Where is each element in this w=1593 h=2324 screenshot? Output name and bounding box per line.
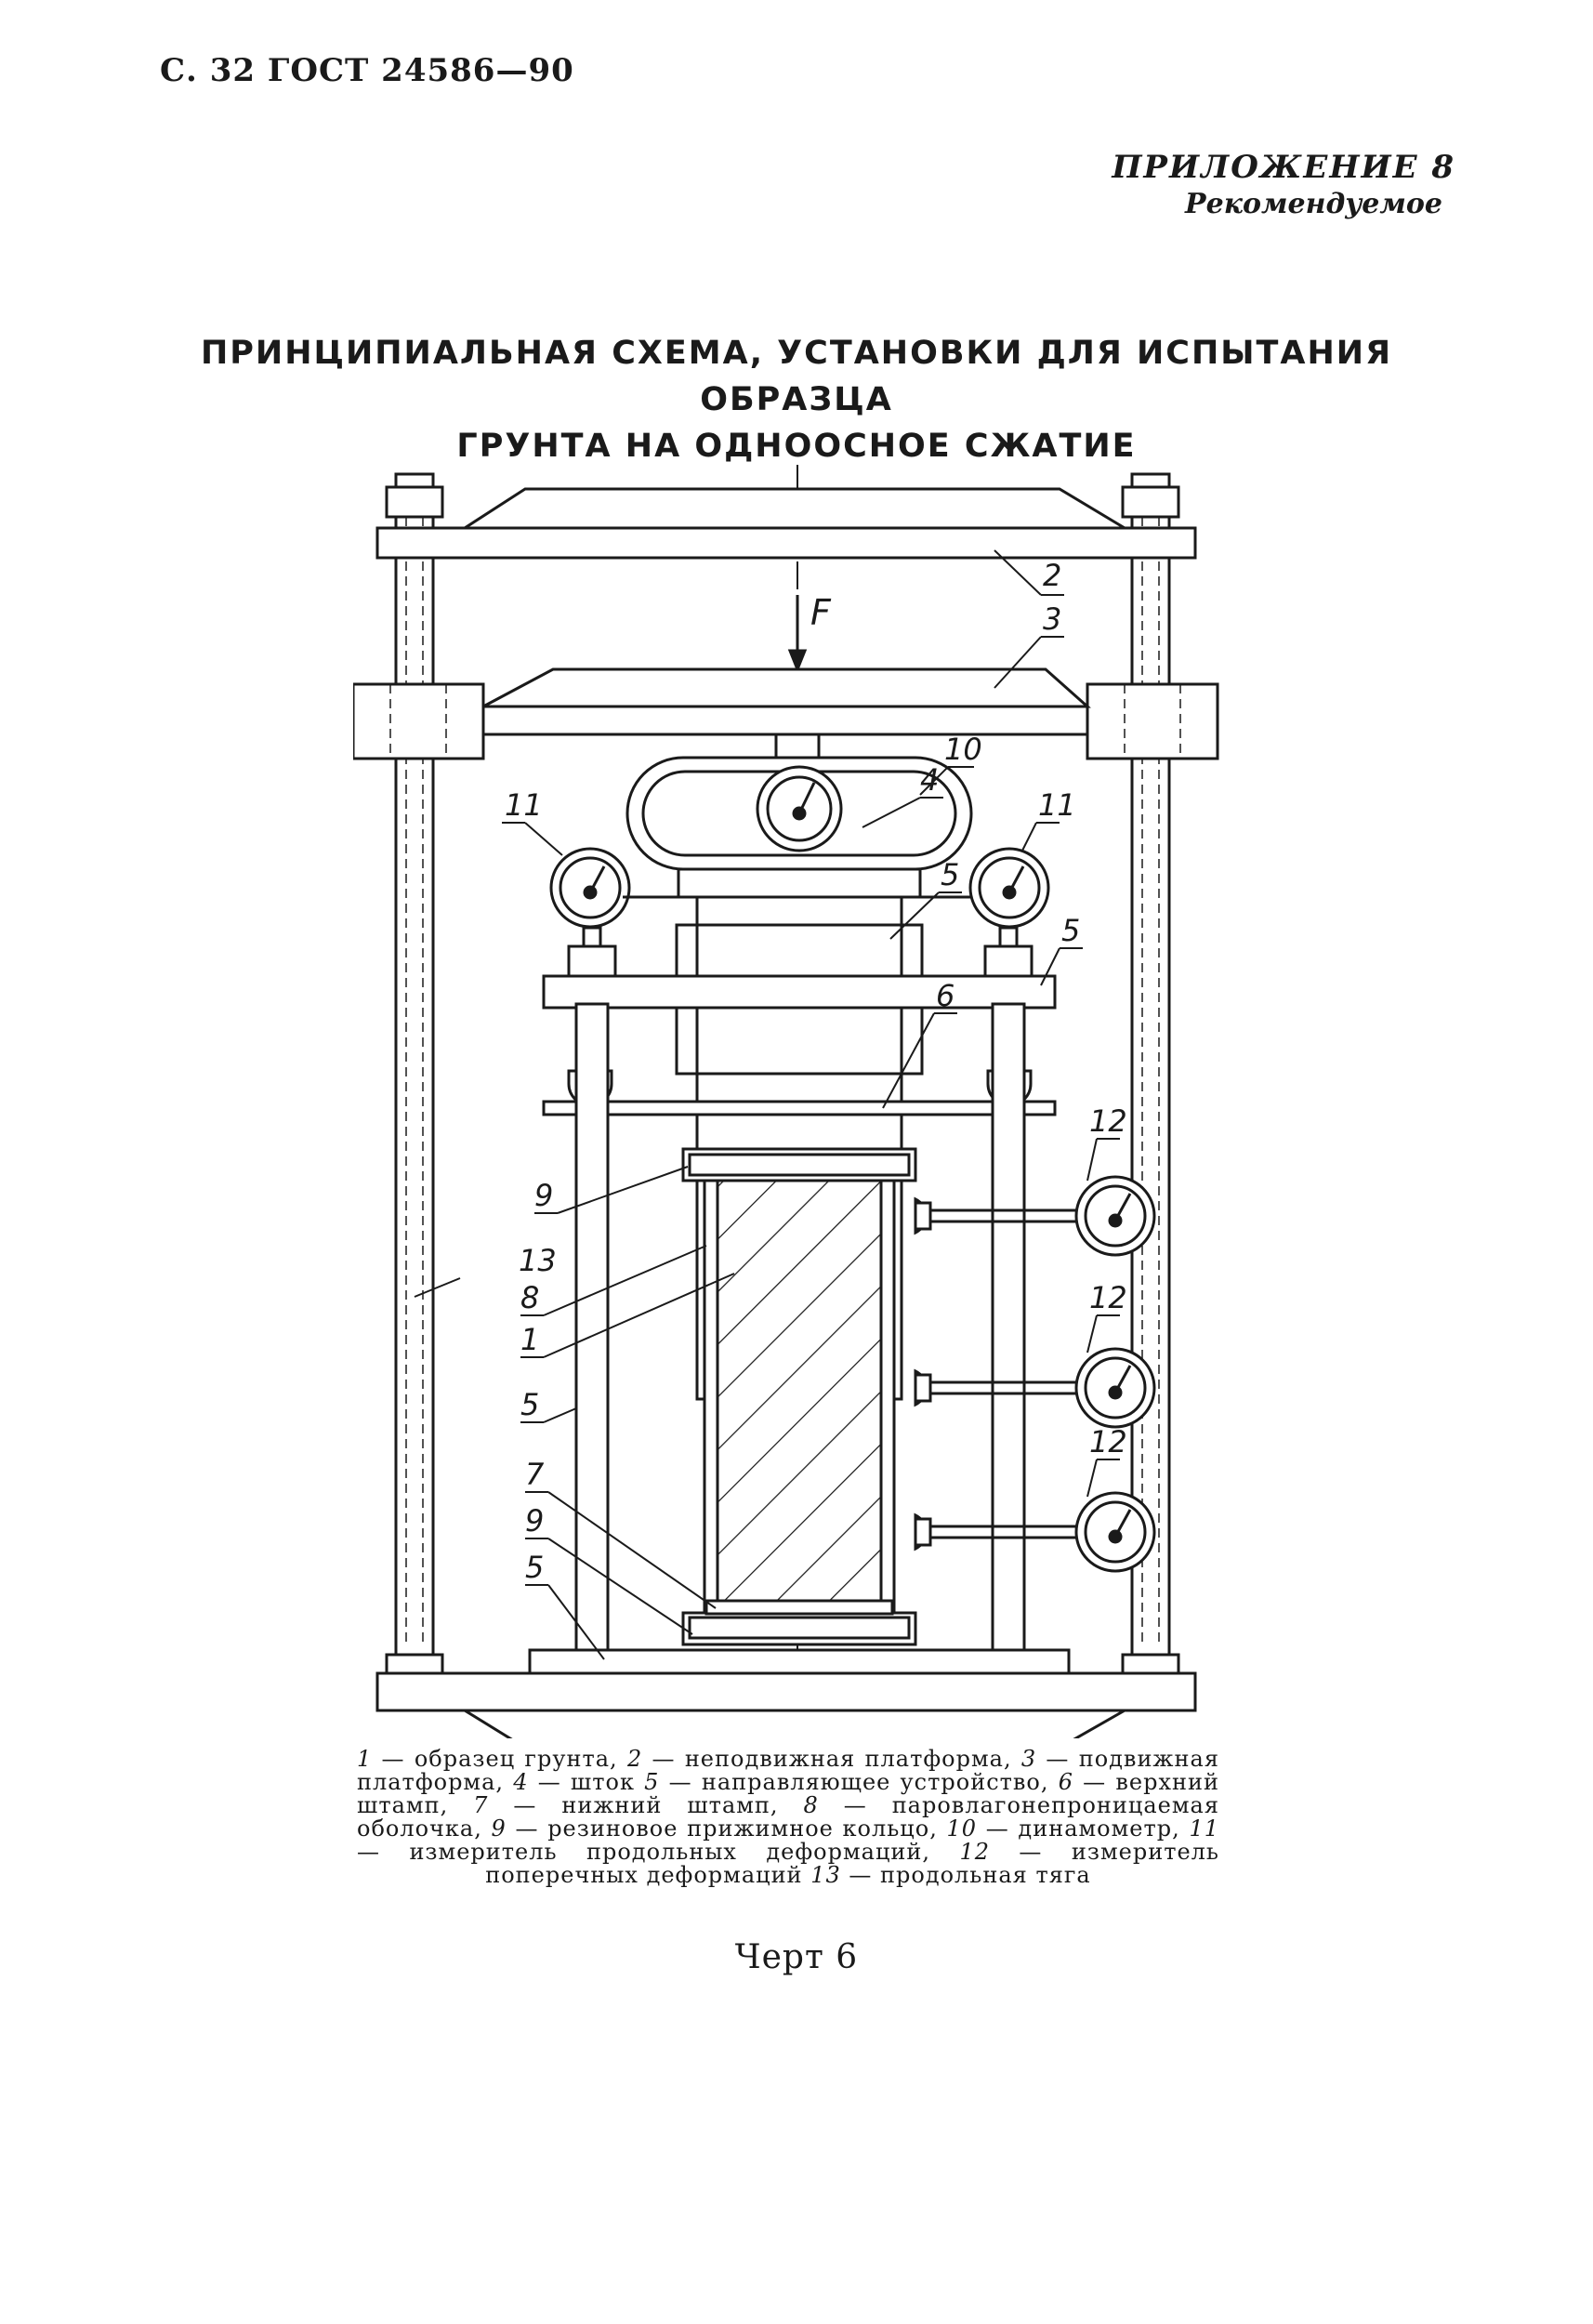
callout-10: 10 — [944, 732, 982, 767]
callout-5-column: 5 — [520, 1387, 539, 1422]
callout-2: 2 — [1043, 558, 1061, 593]
dynamometer — [625, 733, 973, 871]
tie-rod-right — [1121, 472, 1180, 1688]
callout-9-bottom: 9 — [525, 1503, 544, 1538]
callout-12-middle: 12 — [1089, 1280, 1127, 1315]
callout-5-base: 5 — [525, 1550, 544, 1585]
appendix-label: ПРИЛОЖЕНИЕ 8 Рекомендуемое — [1028, 149, 1455, 220]
page-header: С. 32 ГОСТ 24586—90 — [160, 52, 574, 89]
document-title: ПРИНЦИПИАЛЬНАЯ СХЕМА, УСТАНОВКИ ДЛЯ ИСПЫ… — [139, 330, 1454, 469]
moving-platform — [353, 667, 1219, 760]
guide-crossbar — [542, 926, 1057, 1010]
figure-caption: Черт 6 — [734, 1938, 859, 1976]
legend-item: 13 — продольная тяга — [810, 1862, 1091, 1888]
document-title-line-2: ГРУНТА НА ОДНООСНОЕ СЖАТИЕ — [456, 428, 1137, 465]
upper-stamp-plate — [542, 1100, 1057, 1116]
appendix-subtitle: Рекомендуемое — [1185, 188, 1442, 220]
callout-4: 4 — [920, 762, 939, 798]
legend-item: 3 — подвижная платформа, — [357, 1746, 1219, 1795]
callout-1: 1 — [520, 1322, 539, 1357]
sample-assembly — [681, 1147, 917, 1646]
callout-12-bottom: 12 — [1089, 1424, 1127, 1459]
callout-labels: 2 3 10 4 11 11 5 5 6 12 12 12 9 13 8 1 5… — [505, 558, 1127, 1585]
legend-item: 12 — измеритель поперечных деформаций — [485, 1839, 1219, 1888]
leader-lines — [414, 549, 1120, 1660]
legend-item: 4 — шток — [513, 1769, 635, 1795]
transverse-gauge-3 — [914, 1491, 1156, 1573]
callout-12-top: 12 — [1089, 1103, 1127, 1139]
guide-column-left — [574, 1002, 610, 1652]
transverse-gauge-1 — [914, 1175, 1156, 1257]
callout-5-crossbar: 5 — [1061, 913, 1080, 948]
callout-11-right: 11 — [1038, 787, 1076, 823]
callout-11-left: 11 — [505, 787, 543, 823]
figure-legend: 1 — образец грунта, 2 — неподвижная плат… — [357, 1748, 1219, 1887]
callout-7: 7 — [525, 1457, 545, 1492]
legend-item: 11 — измеритель продольных деформаций, — [357, 1816, 1219, 1865]
callout-3: 3 — [1043, 601, 1061, 637]
callout-13: 13 — [519, 1243, 557, 1278]
legend-item: 6 — верхний штамп, — [357, 1769, 1219, 1818]
legend-item: 9 — резиновое прижимное кольцо, — [491, 1816, 938, 1842]
legend-item: 7 — нижний штамп, — [473, 1792, 779, 1818]
fixed-platform — [375, 487, 1197, 560]
legend-item: 5 — направляющее устройство, — [644, 1769, 1049, 1795]
lower-frame — [375, 1671, 1197, 1738]
transverse-gauge-2 — [914, 1347, 1156, 1429]
apparatus-drawing: F — [353, 446, 1245, 1738]
legend-item: 8 — паровлагонепроницаемая оболочка, — [357, 1792, 1219, 1842]
document-title-line-1: ПРИНЦИПИАЛЬНАЯ СХЕМА, УСТАНОВКИ ДЛЯ ИСПЫ… — [200, 335, 1393, 418]
callout-9-top: 9 — [534, 1178, 553, 1213]
tie-rod-left — [385, 472, 444, 1688]
appendix-title: ПРИЛОЖЕНИЕ 8 — [1112, 149, 1455, 186]
legend-item: 2 — неподвижная платформа, — [626, 1746, 1012, 1772]
callout-8: 8 — [520, 1280, 539, 1315]
legend-item: 10 — динамометр, — [946, 1816, 1180, 1842]
force-label: F — [810, 592, 832, 633]
guide-column-right — [991, 1002, 1026, 1652]
callout-6: 6 — [936, 978, 954, 1013]
apparatus-drawing-svg: F — [353, 465, 1219, 1738]
callout-5-rod: 5 — [941, 857, 959, 892]
legend-item: 1 — образец грунта, — [357, 1746, 618, 1772]
